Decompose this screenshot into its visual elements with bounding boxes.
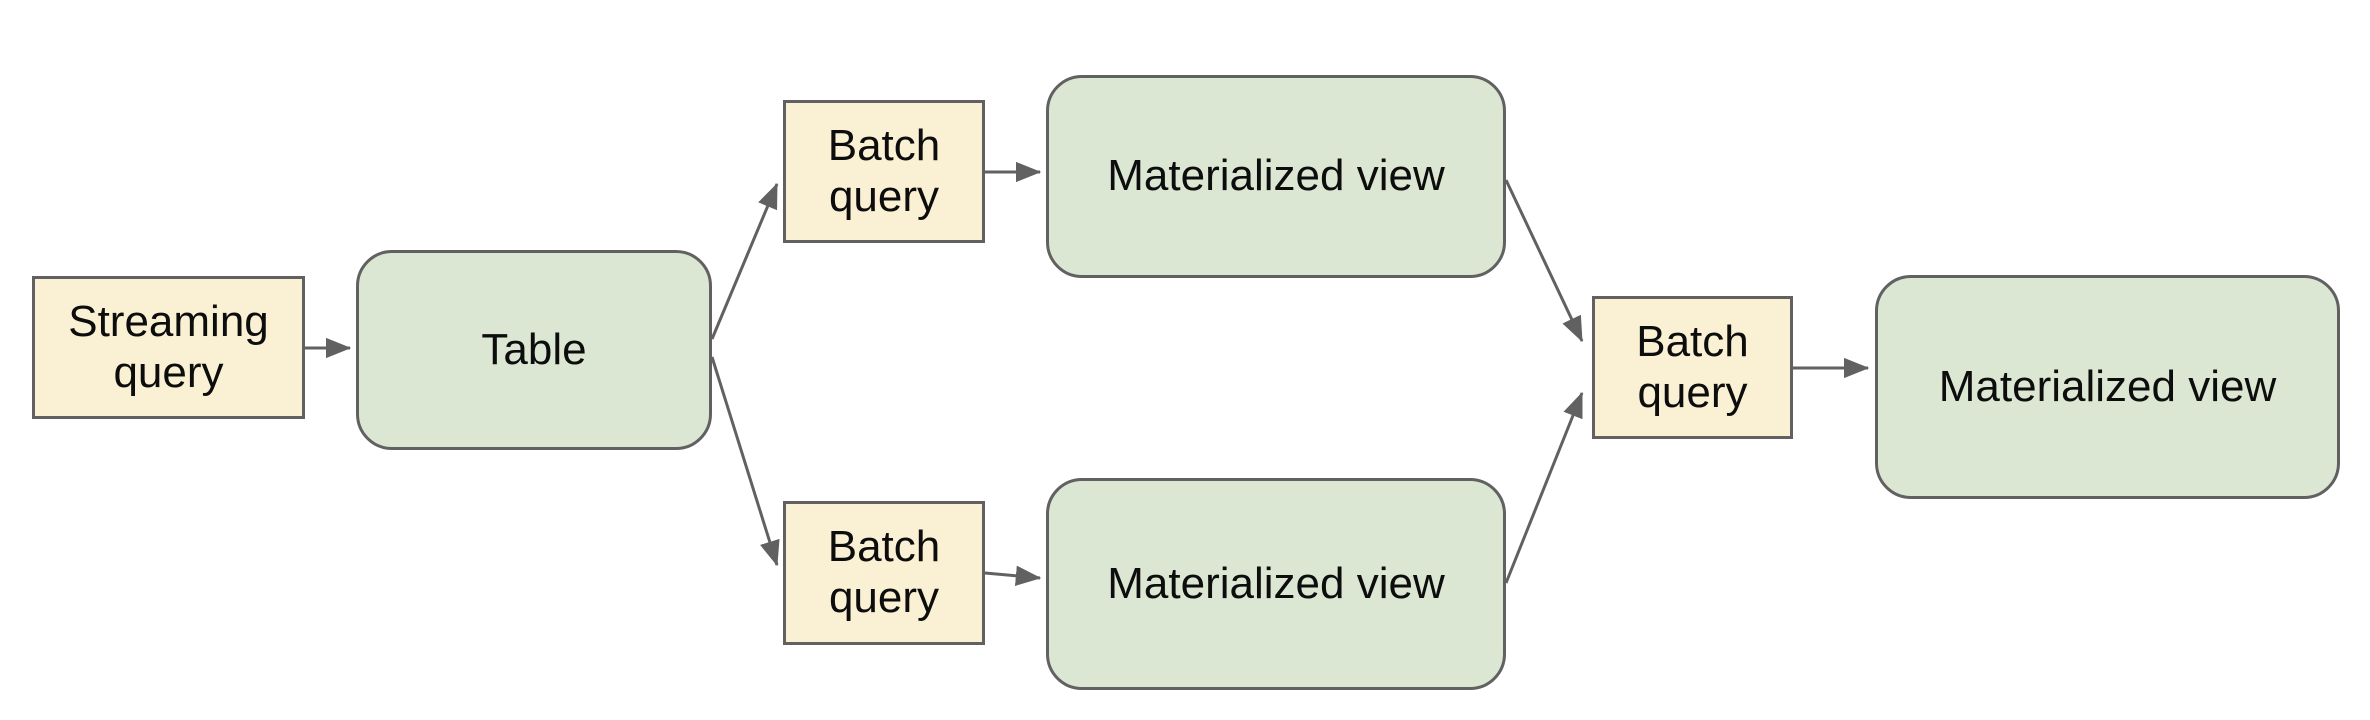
node-label: Batch query	[1636, 316, 1749, 417]
node-materialized-view-top: Materialized view	[1046, 75, 1506, 278]
node-batch-query-top: Batch query	[783, 100, 985, 243]
node-batch-query-right: Batch query	[1592, 296, 1793, 439]
node-label: Batch query	[827, 120, 941, 221]
arrow-table-to-batch-query-top	[710, 182, 779, 340]
node-label: Batch query	[827, 522, 941, 622]
node-materialized-view-bottom: Materialized view	[1046, 478, 1506, 690]
node-materialized-view-final: Materialized view	[1875, 275, 2340, 499]
node-label: Materialized view	[1938, 361, 2277, 411]
node-label: Table	[481, 324, 587, 374]
node-label: Streaming query	[68, 296, 269, 397]
arrow-table-to-batch-query-bottom	[710, 356, 780, 567]
node-batch-query-bottom: Batch query	[783, 501, 985, 645]
node-table: Table	[356, 250, 712, 450]
node-label: Materialized view	[1107, 558, 1445, 608]
arrow-materialized-view-top-to-batch-query-right	[1504, 179, 1584, 343]
arrow-batch-query-bottom-to-materialized-view-bottom	[984, 565, 1042, 586]
node-streaming-query: Streaming query	[32, 276, 305, 419]
arrow-materialized-view-bottom-to-batch-query-right	[1504, 391, 1584, 584]
node-label: Materialized view	[1107, 151, 1445, 201]
